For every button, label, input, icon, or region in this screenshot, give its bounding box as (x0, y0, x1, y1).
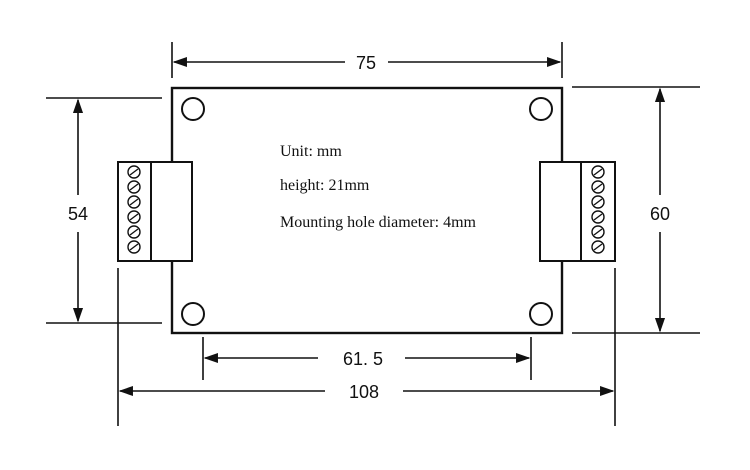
terminal-screw-slot-right-4 (593, 213, 603, 221)
dimension-top-width: 75 (171, 42, 563, 78)
terminal-block-left (117, 161, 193, 262)
mounting-hole-top-right (529, 97, 553, 121)
dimension-left-height: 54 (46, 97, 162, 324)
terminal-screw-slot-left-2 (129, 183, 139, 191)
terminal-screw-slot-right-6 (593, 243, 603, 251)
mounting-hole-bottom-left (181, 302, 205, 326)
terminal-screw-slot-right-1 (593, 168, 603, 176)
terminal-screw-slot-left-4 (129, 213, 139, 221)
mounting-hole-bottom-right (529, 302, 553, 326)
mounting-hole-top-left (181, 97, 205, 121)
dimension-overall-width: 108 (117, 268, 616, 426)
dimension-overall-width-label: 108 (349, 382, 379, 402)
board-outline (170, 86, 564, 335)
note-height: height: 21mm (280, 177, 370, 194)
terminal-screw-slot-right-2 (593, 183, 603, 191)
dimension-hole-spacing-label: 61. 5 (343, 349, 383, 369)
dimension-top-width-label: 75 (356, 53, 376, 73)
dimension-right-height-label: 60 (650, 204, 670, 224)
terminal-block-right (539, 161, 616, 262)
note-unit: Unit: mm (280, 143, 342, 160)
note-mounting-hole: Mounting hole diameter: 4mm (280, 214, 477, 231)
dimension-hole-spacing: 61. 5 (202, 337, 532, 380)
terminal-screw-slot-left-5 (129, 228, 139, 236)
dimension-right-height: 60 (572, 86, 700, 334)
terminal-screw-slot-right-5 (593, 228, 603, 236)
terminal-screw-slot-left-1 (129, 168, 139, 176)
terminal-screw-slot-left-3 (129, 198, 139, 206)
terminal-screw-slot-left-6 (129, 243, 139, 251)
dimension-left-height-label: 54 (68, 204, 88, 224)
terminal-screw-slot-right-3 (593, 198, 603, 206)
